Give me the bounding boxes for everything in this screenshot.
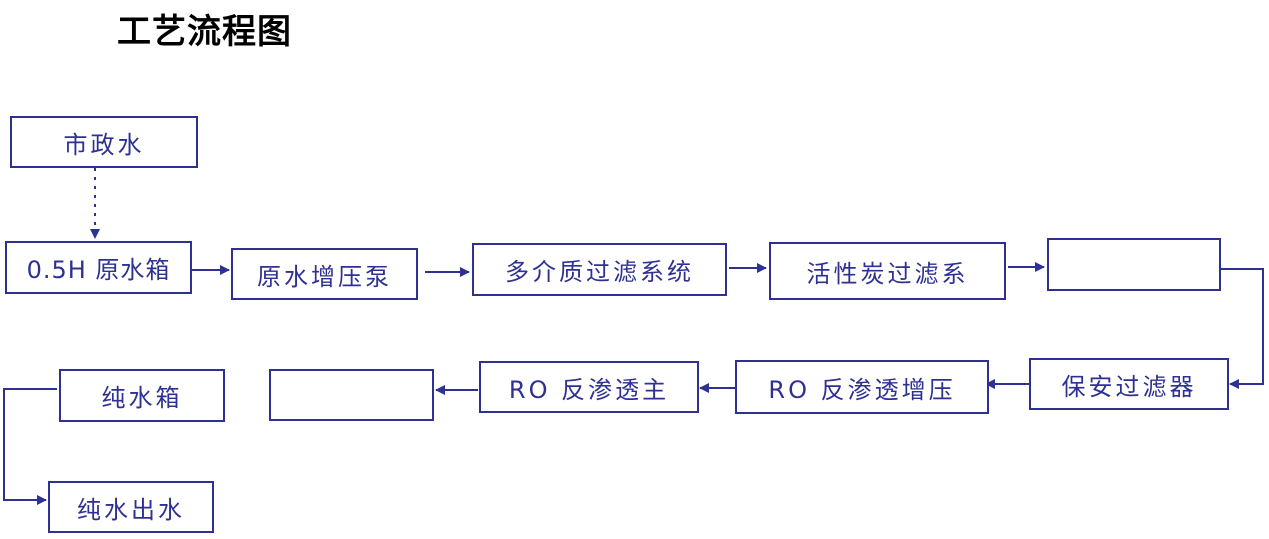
node-blank-2 <box>269 369 434 421</box>
node-security-filter: 保安过滤器 <box>1029 358 1229 410</box>
node-pure-water-tank: 纯水箱 <box>59 369 225 422</box>
connector-blank-to-security <box>1221 268 1264 389</box>
connector-pure-tank-to-outlet <box>3 388 57 505</box>
node-raw-water-pump: 原水增压泵 <box>231 248 418 300</box>
diagram-title: 工艺流程图 <box>117 12 292 52</box>
node-ro-booster: RO 反渗透增压 <box>735 360 989 414</box>
node-carbon-filter: 活性炭过滤系 <box>769 242 1006 300</box>
node-multimedia-filter: 多介质过滤系统 <box>472 243 727 296</box>
node-municipal-water: 市政水 <box>10 116 198 168</box>
node-pure-water-outlet: 纯水出水 <box>48 481 214 533</box>
node-raw-water-tank: 0.5H 原水箱 <box>5 241 192 294</box>
node-ro-main: RO 反渗透主 <box>479 361 699 413</box>
node-blank-1 <box>1047 238 1221 291</box>
